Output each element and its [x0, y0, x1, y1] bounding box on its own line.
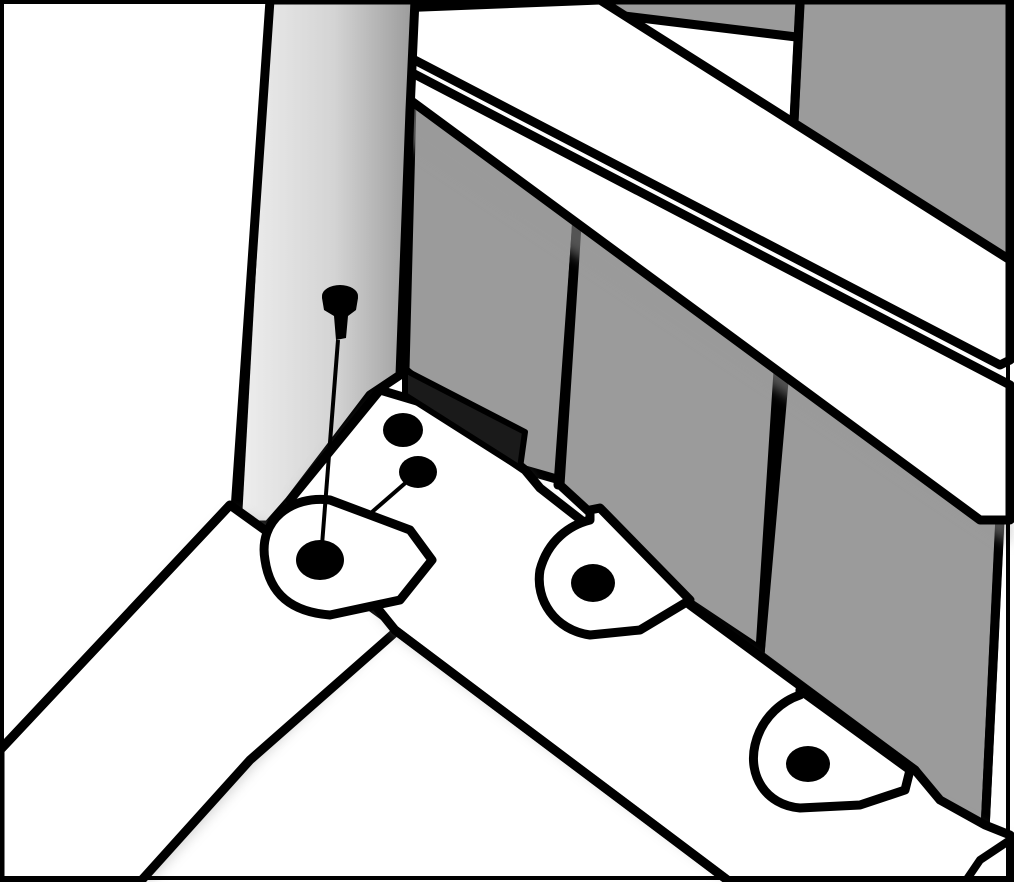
bracket-hole-1	[296, 540, 344, 580]
bracket-hole-2	[571, 564, 615, 602]
bracket-hole-3	[786, 746, 830, 782]
